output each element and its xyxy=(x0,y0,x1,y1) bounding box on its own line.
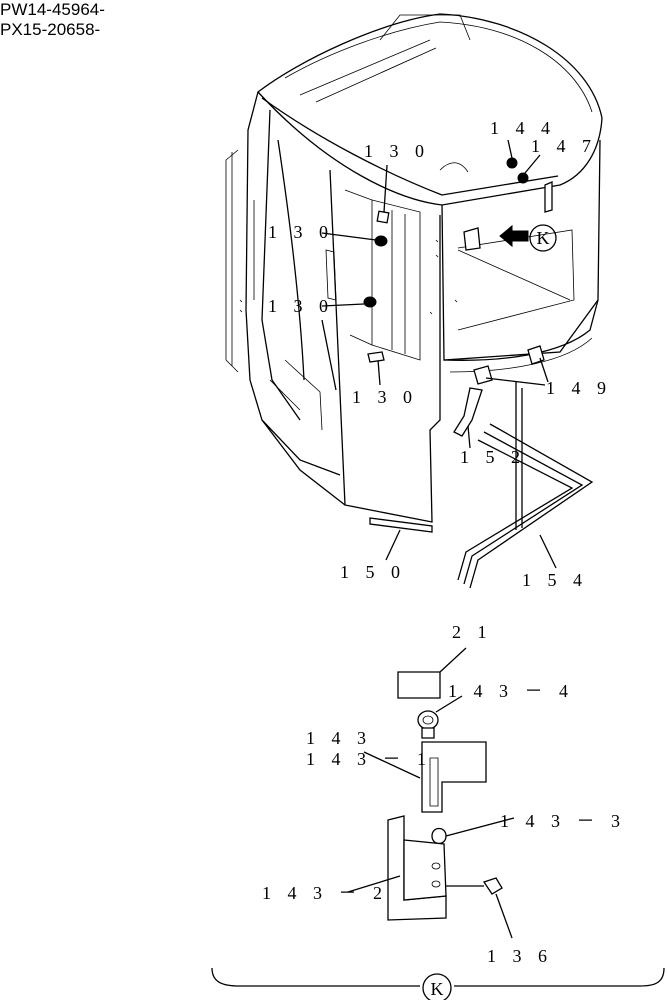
callout-130-upper: 1 3 0 xyxy=(268,222,334,242)
bolt-130-b xyxy=(321,232,388,247)
serial-number-1: PW14-45964- xyxy=(0,0,105,19)
nut-147 xyxy=(517,154,541,184)
callout-130-lower: 1 3 0 xyxy=(352,387,418,407)
callout-144: 1 4 4 xyxy=(490,118,556,138)
view-k-brace-letter: K xyxy=(431,979,444,999)
callout-149: 1 4 9 xyxy=(546,378,612,398)
callout-147: 1 4 7 xyxy=(531,136,597,156)
callout-143-3: 1 4 3 － 3 xyxy=(500,811,626,831)
guide-152 xyxy=(453,387,483,449)
view-marker-letter: K xyxy=(537,228,550,248)
callout-136: 1 3 6 xyxy=(487,946,553,966)
callout-154: 1 5 4 xyxy=(522,570,588,590)
callout-143-2: 1 4 3 － 2 xyxy=(262,883,388,903)
callout-130-middle: 1 3 0 xyxy=(268,296,334,316)
clip-149 xyxy=(473,345,549,386)
bolt-144 xyxy=(506,139,518,169)
bracket-on-cab xyxy=(463,181,553,251)
serial-number-2: PX15-20658- xyxy=(0,20,101,39)
clip-143-3 xyxy=(431,817,515,845)
bolt-130-d xyxy=(367,351,385,386)
bracket-143-1 xyxy=(363,741,487,813)
callout-150: 1 5 0 xyxy=(340,562,406,582)
strip-150 xyxy=(369,517,433,561)
bracket-143-2 xyxy=(347,815,447,921)
callout-130-top: 1 3 0 xyxy=(364,141,430,161)
seal-154 xyxy=(457,382,594,589)
cab-assembly xyxy=(225,13,603,523)
callout-143-1: 1 4 3 － 1 xyxy=(306,749,432,769)
label-21 xyxy=(397,647,467,699)
knob-143-4 xyxy=(417,695,463,739)
callout-143: 1 4 3 xyxy=(306,728,372,748)
bolt-130-a xyxy=(376,164,390,224)
bolt-130-c xyxy=(321,296,377,308)
callout-21: 2 1 xyxy=(452,622,493,642)
bolt-136 xyxy=(446,877,513,939)
callout-143-4: 1 4 3 － 4 xyxy=(448,681,574,701)
view-k-brace: K xyxy=(211,967,665,1000)
view-arrow-k: K xyxy=(499,224,557,252)
callout-152: 1 5 2 xyxy=(460,447,526,467)
